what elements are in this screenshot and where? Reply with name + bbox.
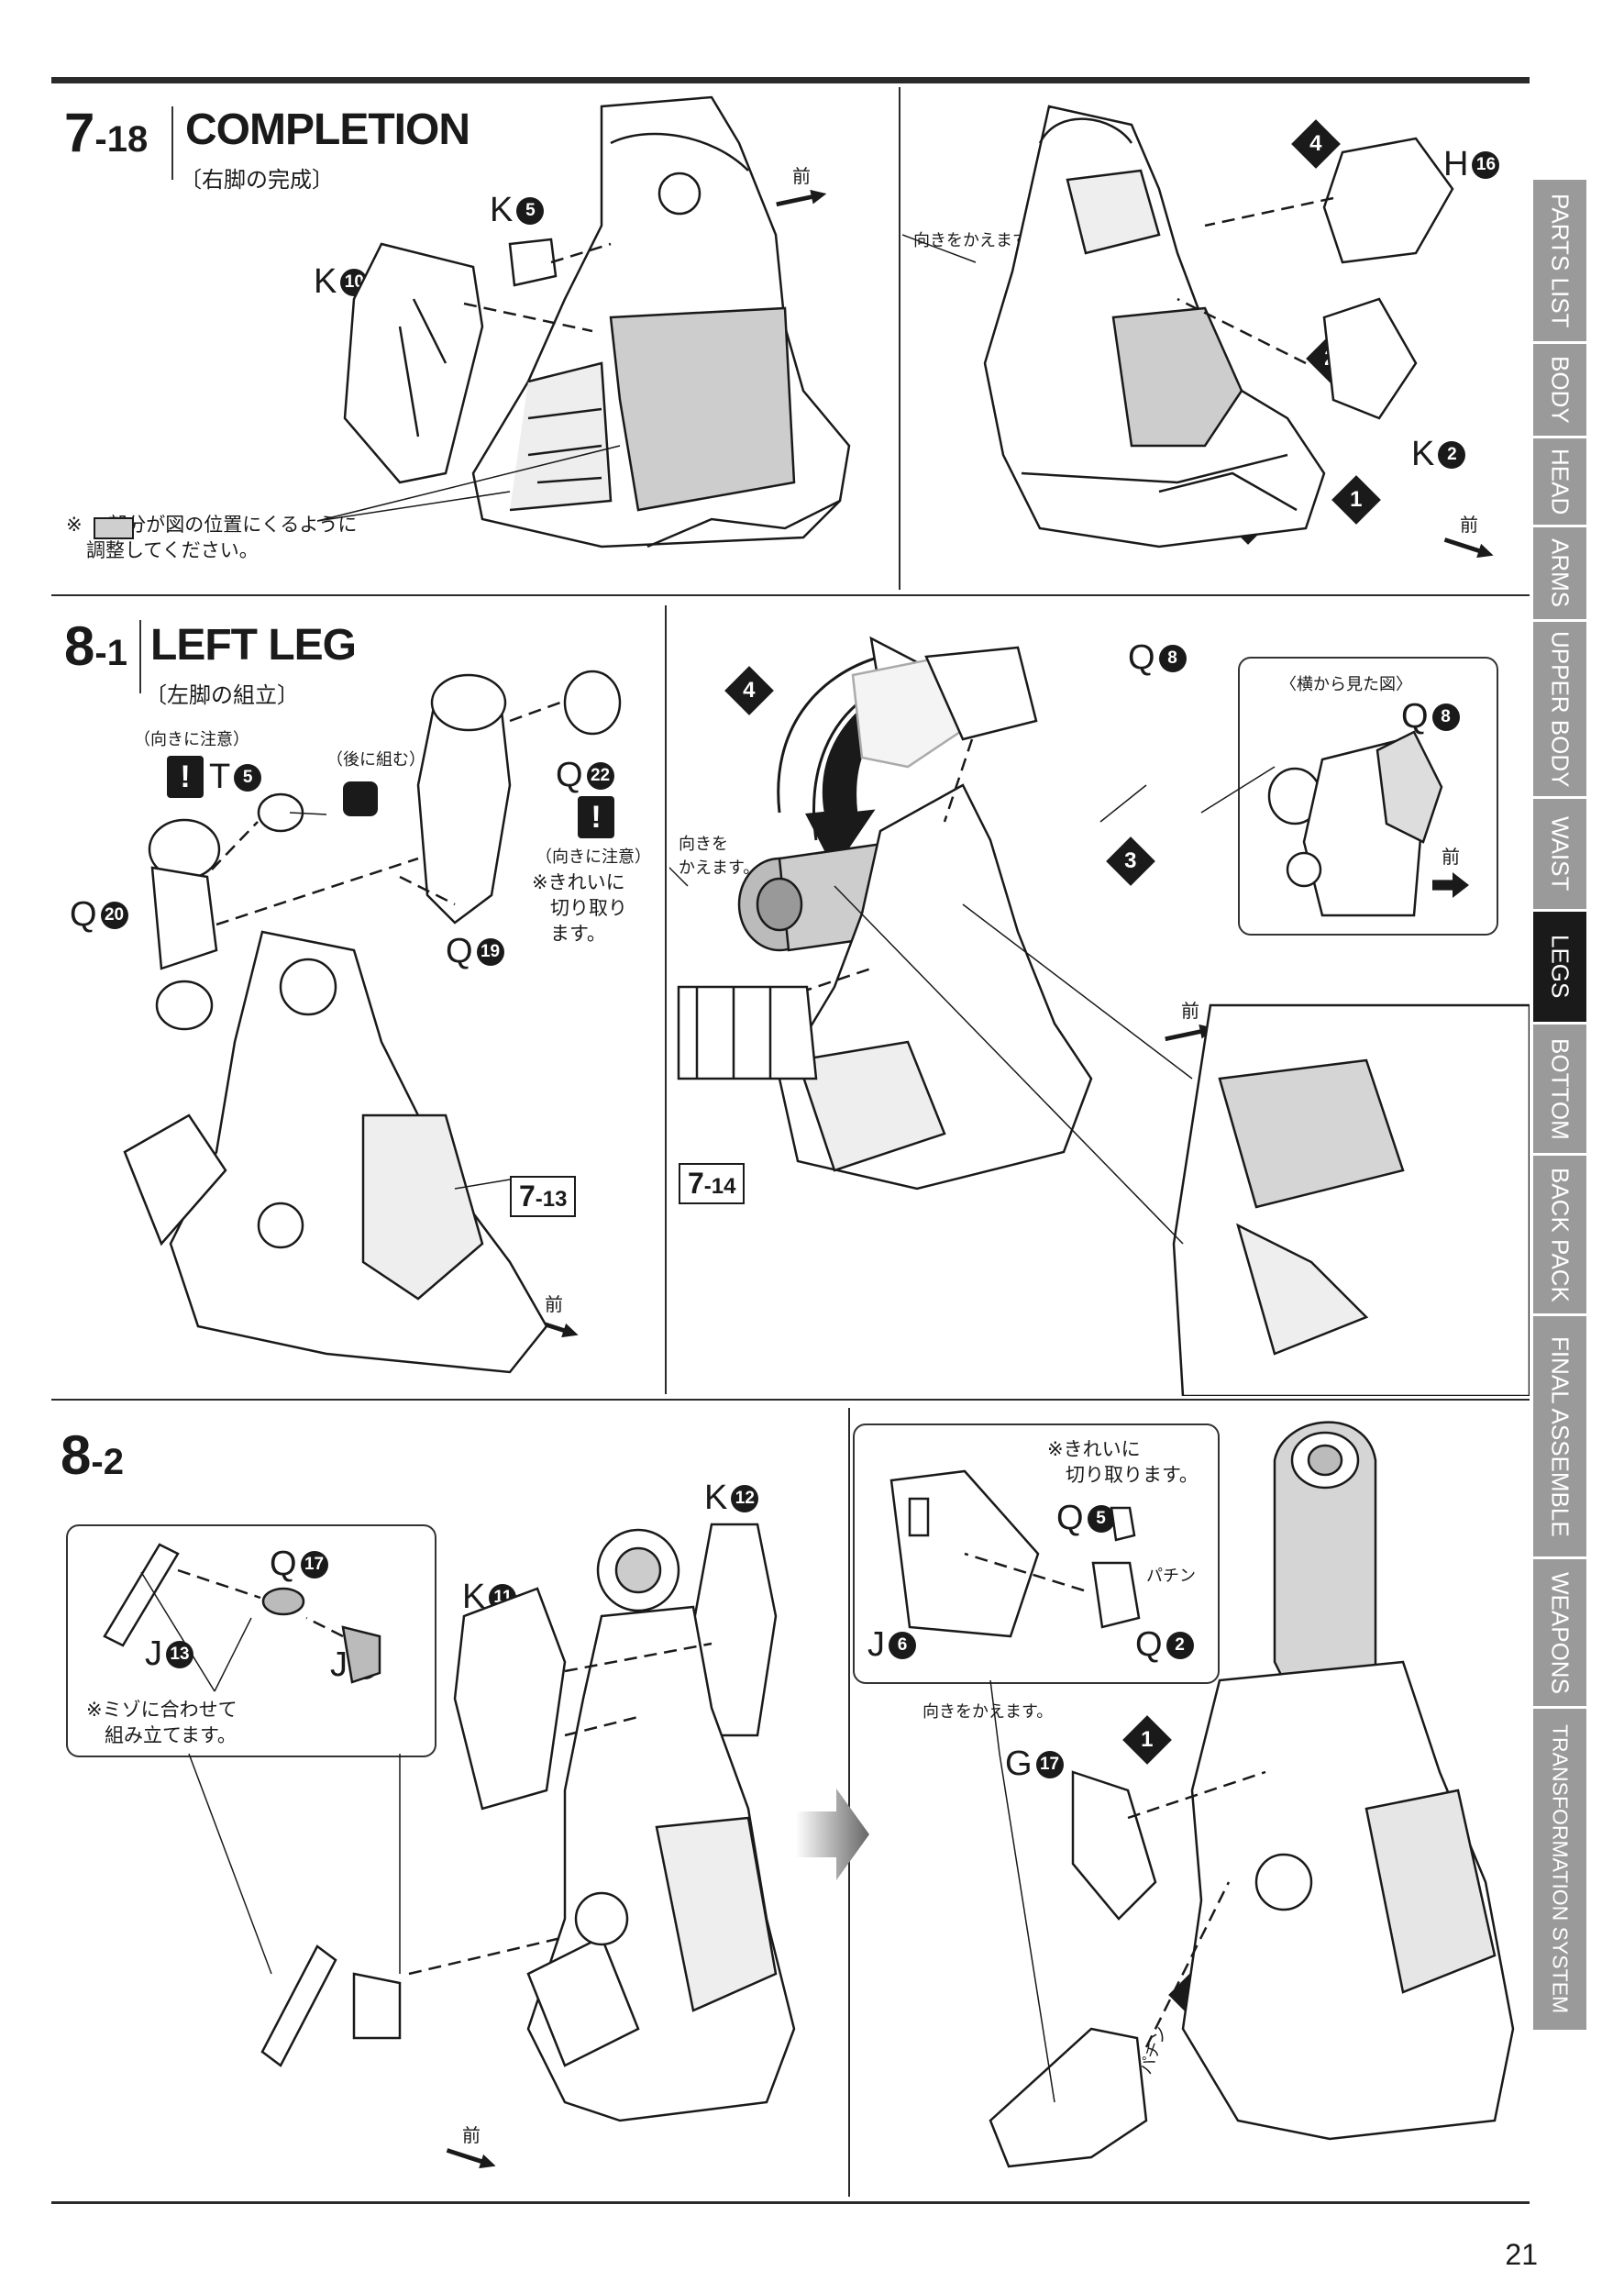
title-separator [171, 106, 173, 180]
caution-orientation-q22: （向きに注意） [536, 847, 651, 867]
tab-bottom[interactable]: BOTTOM [1533, 1025, 1586, 1156]
side-view-illustration [1267, 730, 1443, 917]
step-7-18-turned-panel: 向きをかえます。 H16 K2 4 2 1 3 前 [902, 88, 1530, 591]
assemble-later-note: （後に組む） [326, 750, 425, 770]
step-number: 7-18 [64, 102, 149, 163]
right-leg-back-illustration [902, 105, 1454, 548]
front-indicator: 前 [1165, 996, 1216, 1041]
bottom-rule [51, 2201, 1530, 2204]
front-indicator: 前 [1432, 842, 1469, 898]
tab-weapons[interactable]: WEAPONS [1533, 1559, 1586, 1709]
tab-waist[interactable]: WAIST [1533, 799, 1586, 912]
step-number: 8-2 [61, 1424, 124, 1486]
turn-note: 向きをかえます。 [922, 1702, 1054, 1722]
divider-col-row3 [848, 1408, 850, 2197]
lower-leg-illustration [188, 1523, 796, 2122]
step-8-2-panel: 8-2 Q17 J13 J3 ※ミゾに合わせて 組み立てます。 K12 K11 … [51, 1405, 845, 2199]
right-leg-completion-illustration [316, 95, 851, 548]
side-view-label: 〈横から見た図〉 [1280, 675, 1412, 694]
tab-body[interactable]: BODY [1533, 344, 1586, 438]
left-leg-joint-illustration [123, 670, 622, 1374]
warning-icon: ! [167, 756, 204, 798]
snap-sound: パチン [1146, 1567, 1196, 1586]
turn-note: 向きをかえます。 [913, 231, 1044, 250]
clean-cut-note: ※きれいに 切り取ります。 [1047, 1438, 1199, 1486]
divider-col-row2 [665, 605, 667, 1394]
divider-col-row1 [899, 87, 900, 590]
divider-row1 [51, 594, 1530, 596]
reference-7-14: 7-14 [679, 1163, 746, 1204]
front-indicator: 前 [528, 1290, 580, 1335]
front-indicator: 前 [776, 161, 827, 206]
foot-detail-illustration [103, 1543, 381, 1692]
tab-upper-body[interactable]: UPPER BODY [1533, 622, 1586, 799]
step-subtitle: 〔左脚の組立〕 [145, 682, 299, 708]
thigh-assembly-illustration [669, 636, 1530, 1396]
step-8-1-thigh-panel: 向きを かえます。 Q8 4 1 3 2 7-14 前 〈横から見た図〉 Q8 … [669, 602, 1530, 1396]
front-indicator: 前 [1443, 510, 1495, 555]
reference-7-13: 7-13 [510, 1176, 577, 1217]
tab-transformation-system[interactable]: TRANSFORMATION SYSTEM [1533, 1709, 1586, 2033]
turn-note: 向きを かえます。 [679, 835, 760, 878]
divider-row2 [51, 1399, 1530, 1401]
step-number: 8-1 [64, 615, 127, 677]
top-rule [51, 77, 1530, 83]
groove-note: ※ミゾに合わせて 組み立てます。 [86, 1699, 238, 1746]
later-part-icon [343, 781, 378, 816]
step-subtitle: 〔右脚の完成〕 [180, 167, 334, 193]
clip-detail-illustration [889, 1469, 1141, 1638]
section-tabs: PARTS LIST BODY HEAD ARMS UPPER BODY WAI… [1533, 180, 1586, 2033]
step-title: COMPLETION [185, 105, 470, 154]
front-indicator: 前 [446, 2121, 497, 2166]
title-separator [139, 620, 141, 693]
tab-back-pack[interactable]: BACK PACK [1533, 1156, 1586, 1316]
step-title: LEFT LEG [150, 621, 357, 670]
tab-parts-list[interactable]: PARTS LIST [1533, 180, 1586, 344]
tab-legs[interactable]: LEGS [1533, 912, 1586, 1025]
completed-leg-illustration [989, 1421, 1515, 2168]
shaded-area-icon [94, 517, 134, 539]
page-number: 21 [1505, 2238, 1538, 2271]
caution-orientation: （向きに注意） [134, 730, 249, 749]
clean-cut-note: ※きれいに 切り取り ます。 [532, 871, 627, 945]
foot-detail-callout: Q17 J13 J3 ※ミゾに合わせて 組み立てます。 [66, 1524, 436, 1757]
tab-final-assemble[interactable]: FINAL ASSEMBLE [1533, 1316, 1586, 1559]
warning-icon: ! [578, 796, 614, 838]
tab-head[interactable]: HEAD [1533, 438, 1586, 527]
tab-arms[interactable]: ARMS [1533, 527, 1586, 622]
